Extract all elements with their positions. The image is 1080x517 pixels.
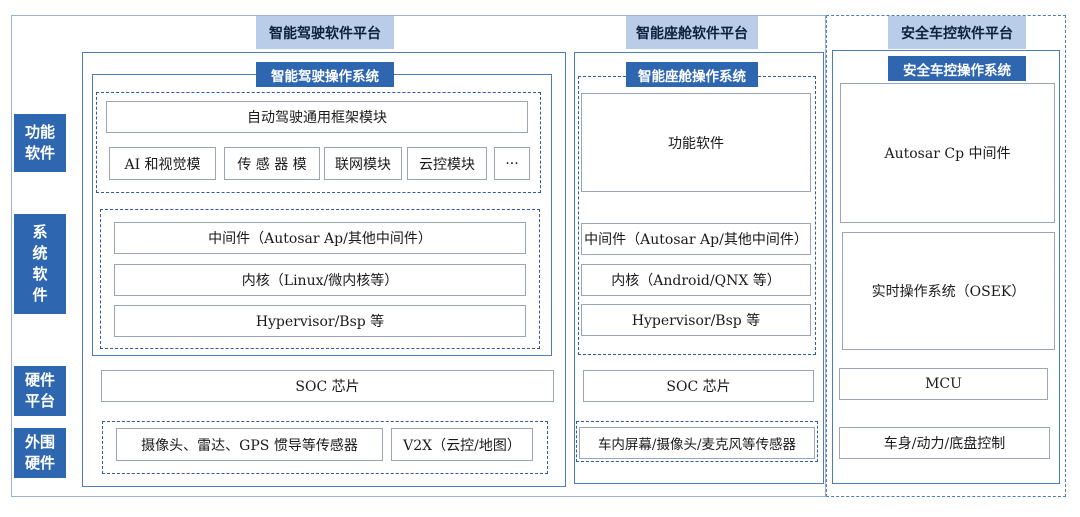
ad-module-cloud-control: 云控模块 [407, 147, 487, 180]
cockpit-kernel: 内核（Android/QNX 等） [581, 264, 811, 296]
ad-framework-module: 自动驾驶通用框架模块 [106, 101, 528, 133]
ad-platform-box [82, 52, 566, 487]
cockpit-peripherals: 车内屏幕/摄像头/麦克风等传感器 [579, 427, 815, 459]
cockpit-soc-chip: SOC 芯片 [583, 370, 814, 402]
safety-platform-box [832, 50, 1060, 484]
safety-rtos: 实时操作系统（OSEK） [842, 232, 1055, 350]
ad-middleware: 中间件（Autosar Ap/其他中间件） [114, 222, 526, 254]
ad-hypervisor: Hypervisor/Bsp 等 [114, 305, 526, 337]
ad-os-title: 智能驾驶操作系统 [256, 62, 394, 87]
ad-module-ai-vision: AI 和视觉模 [109, 147, 216, 180]
ad-v2x: V2X（云控/地图） [391, 428, 533, 461]
safety-platform-outer-dashed [826, 15, 1066, 497]
ad-kernel: 内核（Linux/微内核等） [114, 264, 526, 296]
diagram-frame [11, 15, 826, 497]
ad-module-sensor: 传 感 器 模 [224, 147, 320, 180]
ad-soc-chip: SOC 芯片 [101, 370, 554, 402]
ad-functional-group [96, 92, 541, 193]
ad-platform-title: 智能驾驶软件平台 [256, 16, 394, 49]
side-label-functional-software: 功能 软件 [14, 114, 66, 172]
cockpit-platform-box [574, 52, 824, 484]
safety-platform-title: 安全车控软件平台 [888, 16, 1026, 49]
side-label-peripheral-hardware: 外围 硬件 [14, 428, 66, 478]
cockpit-hypervisor: Hypervisor/Bsp 等 [581, 304, 811, 336]
ad-module-more: ··· [494, 147, 530, 180]
ad-system-group [100, 209, 540, 349]
side-label-hardware-platform: 硬件 平台 [14, 366, 66, 416]
safety-mcu: MCU [839, 368, 1048, 400]
cockpit-peripheral-group [576, 421, 818, 462]
cockpit-platform-title: 智能座舱软件平台 [626, 16, 758, 49]
safety-vehicle-control: 车身/动力/底盘控制 [839, 427, 1050, 459]
side-label-system-software: 系 统 软 件 [14, 214, 66, 314]
cockpit-function-software: 功能软件 [581, 93, 811, 192]
ad-module-network: 联网模块 [324, 147, 402, 180]
safety-os-title: 安全车控操作系统 [888, 56, 1026, 81]
safety-middleware: Autosar Cp 中间件 [840, 83, 1055, 223]
cockpit-os-title: 智能座舱操作系统 [626, 62, 758, 87]
ad-peripheral-group [102, 421, 548, 474]
ad-sensors: 摄像头、雷达、GPS 惯导等传感器 [116, 428, 383, 461]
cockpit-middleware: 中间件（Autosar Ap/其他中间件） [581, 223, 811, 255]
